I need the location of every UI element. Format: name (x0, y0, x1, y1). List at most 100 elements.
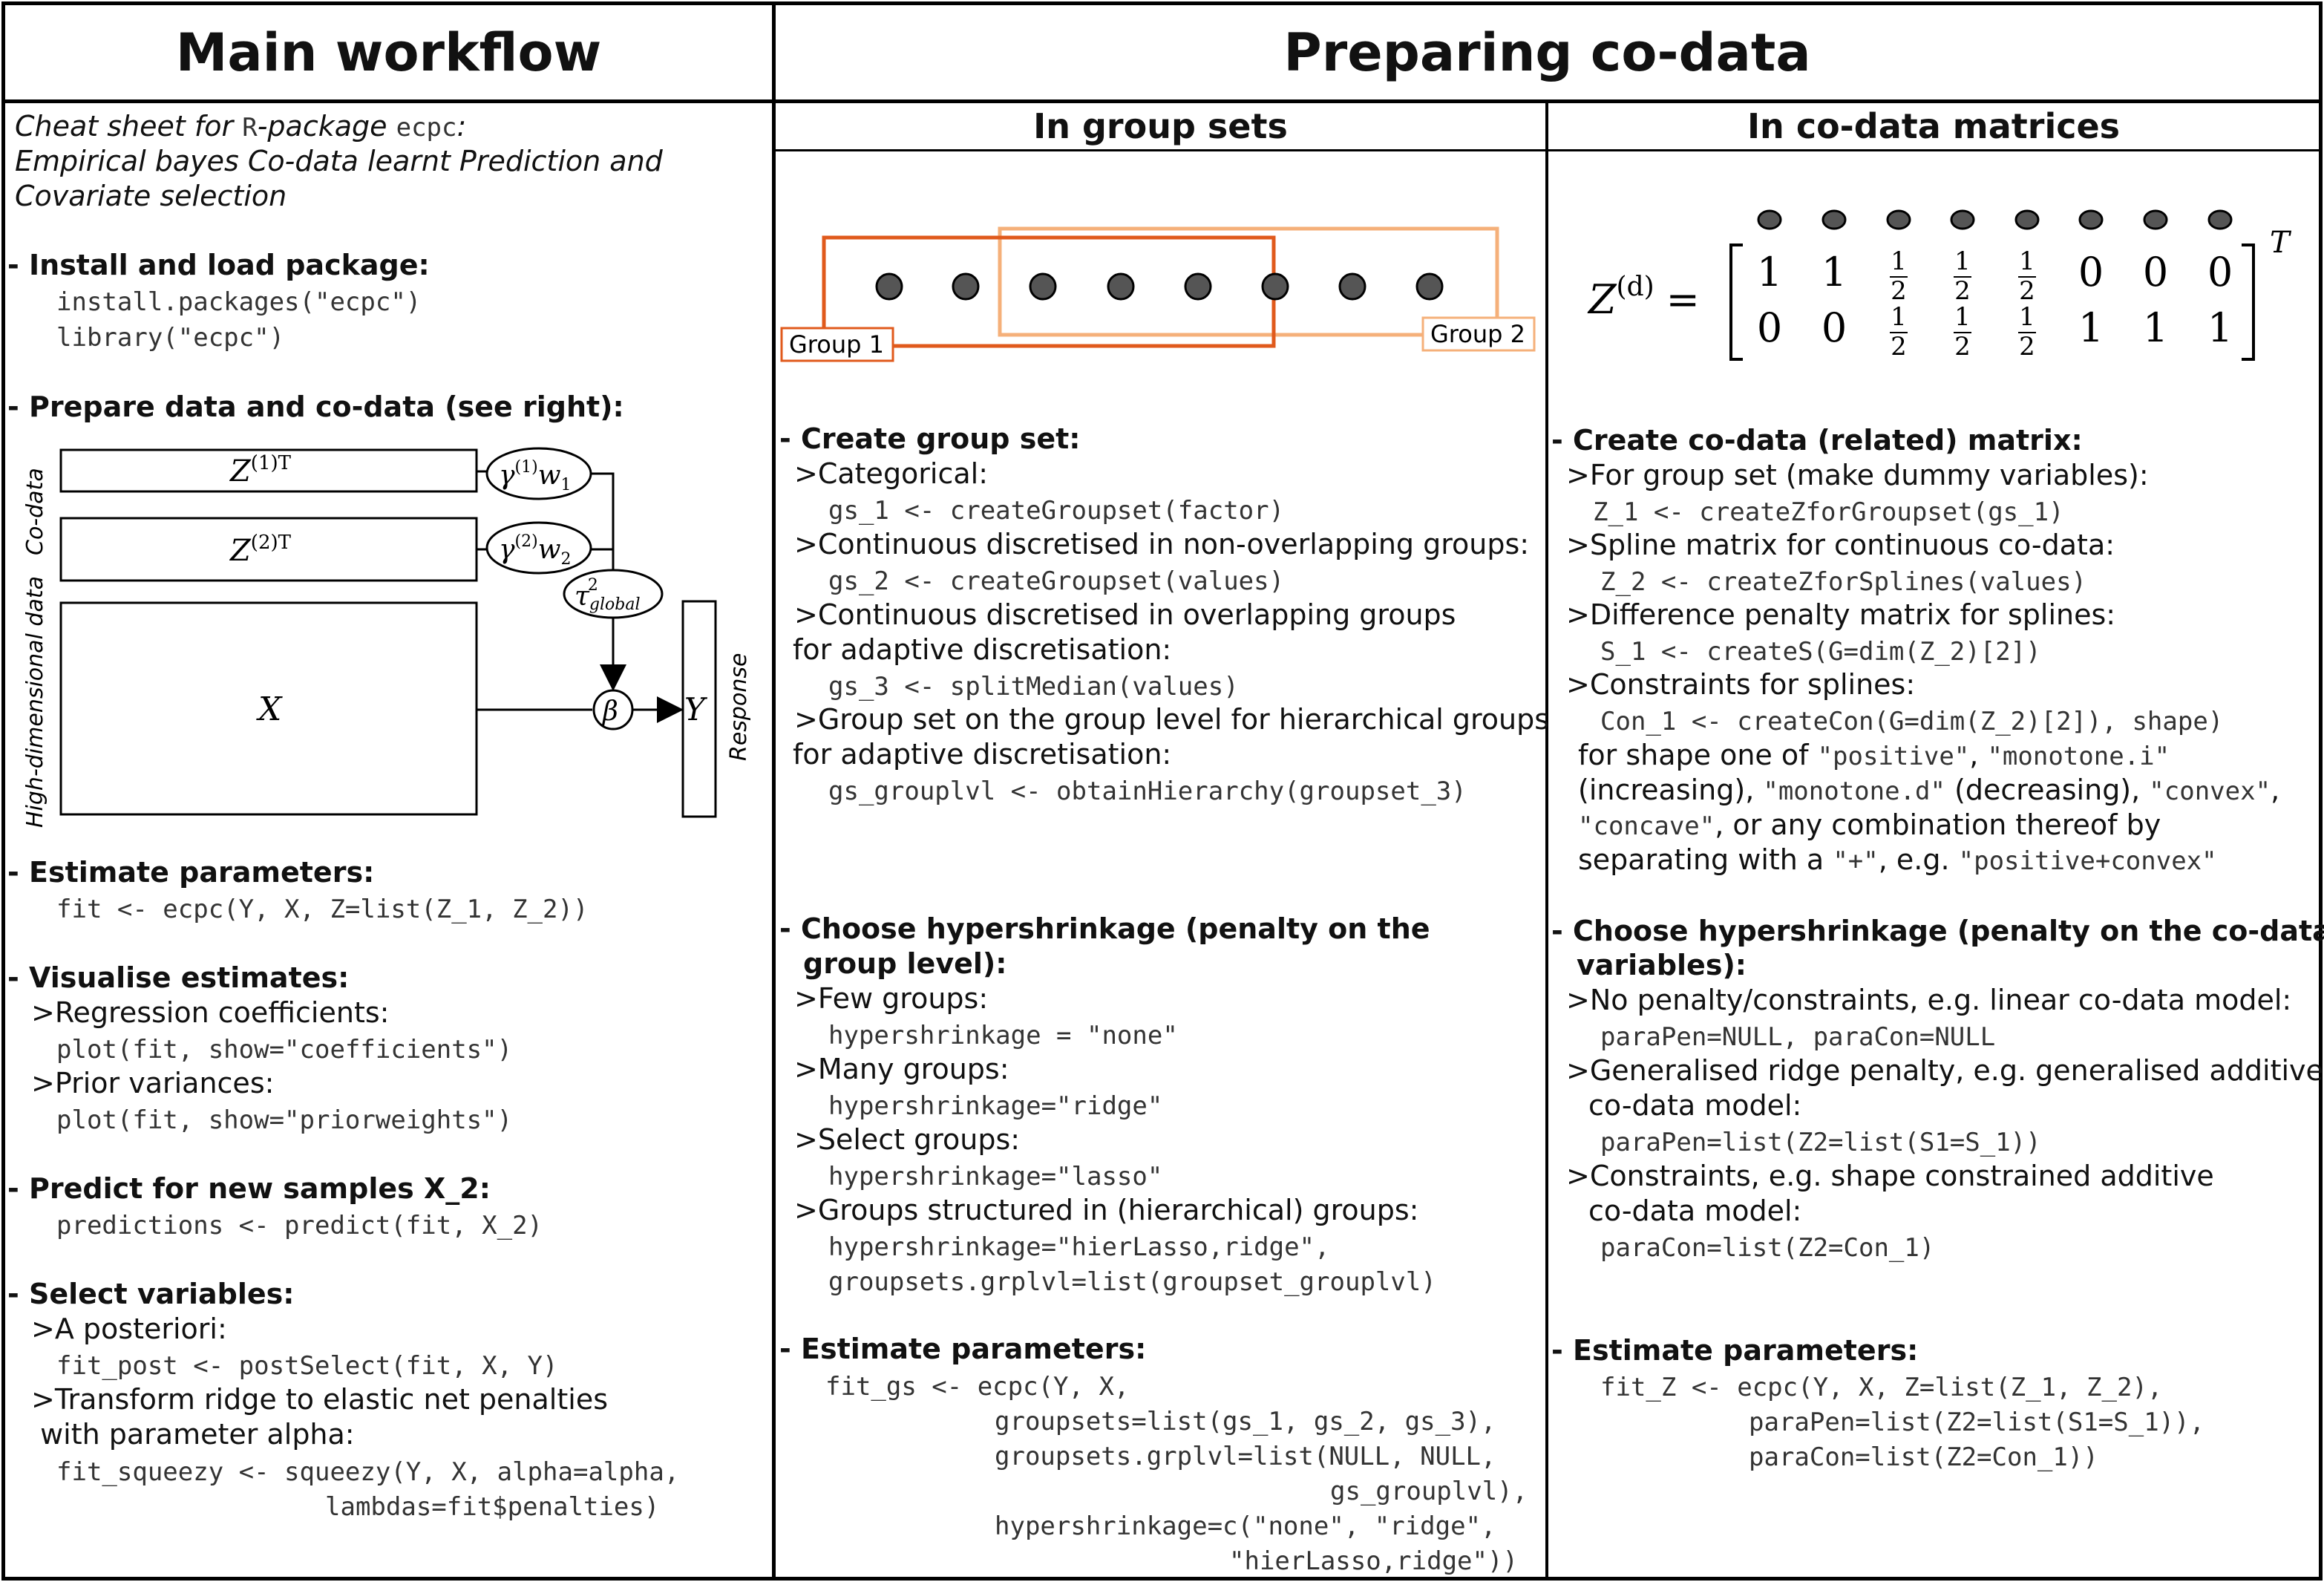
mat-code-difference: S_1 <- createS(G=dim(Z_2)[2]) (1600, 637, 2041, 667)
matrix-lhs: Z(d)= (1587, 272, 1700, 323)
gs-sub-categorical: >Categorical: (794, 457, 989, 490)
mat-estimate-code-3: paraCon=list(Z2=Con_1)) (1749, 1442, 2098, 1472)
gs-sub-grouplevel: >Group set on the group level for hierar… (794, 703, 1550, 736)
gs-hyper-title-2: group level): (803, 947, 1007, 980)
select-code-squeezy-2: lambdas=fit$penalties) (325, 1492, 660, 1522)
main-workflow-header: Main workflow (175, 22, 602, 83)
gs-estimate-code-1: fit_gs <- ecpc(Y, X, (825, 1372, 1130, 1402)
gamma2-node (485, 521, 592, 575)
matrix-cell-r1-c1: 1 (1757, 249, 1782, 295)
matrix-dot-7 (2143, 209, 2168, 230)
matrix-cell-r1-c4-denominator: 2 (1954, 276, 1971, 306)
matrix-cell-r2-c3-denominator: 2 (1891, 332, 1907, 362)
divider-main (772, 1, 776, 1581)
variable-dot-4 (1107, 272, 1135, 301)
gamma1-link (591, 472, 615, 549)
gs-code-hier-2: groupsets.grplvl=list(groupset_grouplvl) (828, 1267, 1436, 1297)
frame-top (1, 1, 2323, 5)
gs-hyper-title: - Choose hypershrinkage (penalty on the (779, 912, 1430, 945)
gs-code-few: hypershrinkage = "none" (828, 1021, 1178, 1050)
group2-box (998, 226, 1499, 337)
divider-codata (1545, 102, 1548, 1581)
matrix-dot-4 (1950, 209, 1975, 230)
mat-estimate-title: - Estimate parameters: (1551, 1334, 1919, 1367)
gs-sub-overlap: >Continuous discretised in overlapping g… (794, 598, 1456, 631)
gs-code-nonoverlap: gs_2 <- createGroupset(values) (828, 566, 1285, 596)
intro-line-2: Empirical bayes Co-data learnt Predictio… (15, 145, 663, 177)
install-code: install.packages("ecpc") (56, 287, 422, 317)
select-code-squeezy: fit_squeezy <- squeezy(Y, X, alpha=alpha… (56, 1457, 680, 1487)
group2-label-box (1421, 316, 1536, 352)
matrix-cell-r1-c5-numerator: 1 (2019, 246, 2035, 276)
matrix-cell-r1-c4-numerator: 1 (1954, 246, 1971, 276)
install-title: - Install and load package: (7, 249, 430, 281)
intro-line-1: Cheat sheet for R-package ecpc: (15, 110, 467, 143)
matrix-cell-r2-c5-denominator: 2 (2019, 332, 2035, 362)
matrix-cell-r2-c1: 0 (1757, 304, 1782, 351)
mat-code-shape: paraCon=list(Z2=Con_1) (1600, 1233, 1935, 1263)
subheader-rule (772, 149, 2323, 151)
group1-label: Group 1 (789, 330, 884, 359)
mat-estimate-code-1: fit_Z <- ecpc(Y, X, Z=list(Z_1, Z_2), (1600, 1373, 2163, 1402)
mat-sub-nopenalty: >No penalty/constraints, e.g. linear co-… (1566, 984, 2292, 1016)
select-sub-transform-2: with parameter alpha: (31, 1418, 355, 1451)
matrix-cell-r2-c6: 1 (2078, 304, 2104, 351)
variable-dot-1 (875, 272, 903, 301)
matrix-right-bracket (2242, 243, 2255, 361)
gs-sub-many: >Many groups: (794, 1053, 1009, 1085)
gs-estimate-title: - Estimate parameters: (779, 1333, 1147, 1365)
mat-sub-difference: >Difference penalty matrix for splines: (1566, 598, 2116, 631)
model-diagram: Co-data High-dimensional data Response Z… (22, 447, 752, 828)
gs-code-overlap: gs_3 <- splitMedian(values) (828, 672, 1239, 702)
select-sub-posteriori: >A posteriori: (31, 1313, 227, 1345)
gs-estimate-code-4: gs_grouplvl), (1330, 1477, 1528, 1506)
visualise-sub-prior: >Prior variances: (31, 1067, 275, 1099)
codata-matrices-header: In co-data matrices (1747, 105, 2121, 146)
variable-dot-7 (1338, 272, 1366, 301)
group-sets-header: In group sets (1033, 105, 1288, 146)
mat-code-constraints: Con_1 <- createCon(G=dim(Z_2)[2]), shape… (1600, 707, 2224, 736)
gs-code-grouplevel: gs_grouplvl <- obtainHierarchy(groupset_… (828, 777, 1467, 806)
gs-sub-nonoverlap: >Continuous discretised in non-overlappi… (794, 528, 1530, 560)
prepare-title: - Prepare data and co-data (see right): (7, 390, 624, 423)
gs-code-categorical: gs_1 <- createGroupset(factor) (828, 496, 1285, 526)
matrix-cell-r2-c4-numerator: 1 (1954, 302, 1971, 332)
visualise-sub-coefficients: >Regression coefficients: (31, 996, 390, 1029)
matrix-cell-r2-c5-numerator: 1 (2019, 302, 2035, 332)
matrix-dot-5 (2014, 209, 2040, 230)
matrix-cell-r1-c7: 0 (2143, 249, 2168, 295)
gamma1-label: γ(1)w1 (499, 458, 572, 494)
matrix-cell-r2-c7: 1 (2143, 304, 2168, 351)
mat-sub-ridge-2: co-data model: (1588, 1089, 1802, 1122)
x-label: X (256, 690, 283, 728)
visualise-code-coefficients: plot(fit, show="coefficients") (56, 1035, 513, 1065)
mat-code-ridge: paraPen=list(Z2=list(S1=S_1)) (1600, 1128, 2041, 1157)
mat-hyper-title: - Choose hypershrinkage (penalty on the … (1551, 915, 2324, 947)
mat-sub-spline: >Spline matrix for continuous co-data: (1566, 529, 2115, 561)
mat-sub-constraints: >Constraints for splines: (1566, 668, 1916, 701)
estimate-code: fit <- ecpc(Y, X, Z=list(Z_1, Z_2)) (56, 895, 589, 924)
matrix-dot-6 (2078, 209, 2104, 230)
mat-hyper-title-2: variables): (1577, 949, 1747, 981)
mat-shape-line-2: (increasing), "monotone.d" (decreasing),… (1578, 774, 2280, 806)
variable-dot-3 (1029, 272, 1057, 301)
predict-title: - Predict for new samples X_2: (7, 1172, 491, 1205)
gs-estimate-code-3: groupsets.grplvl=list(NULL, NULL, (995, 1442, 1496, 1471)
group2-label: Group 2 (1430, 320, 1525, 348)
group1-label-box (780, 327, 894, 362)
gs-sub-hier: >Groups structured in (hierarchical) gro… (794, 1194, 1419, 1226)
gs-estimate-code-2: groupsets=list(gs_1, gs_2, gs_3), (995, 1407, 1496, 1436)
gs-code-hier: hypershrinkage="hierLasso,ridge", (828, 1232, 1330, 1262)
frame-right (2319, 1, 2323, 1581)
beta-label: β (601, 696, 618, 727)
gs-sub-few: >Few groups: (794, 982, 989, 1015)
select-sub-transform: >Transform ridge to elastic net penaltie… (31, 1383, 608, 1416)
preparing-codata-header: Preparing co-data (1283, 22, 1811, 83)
matrix-dots (1757, 209, 2233, 230)
z1-label: Z(1)T (229, 452, 292, 488)
codata-side-label: Co-data (22, 468, 48, 555)
